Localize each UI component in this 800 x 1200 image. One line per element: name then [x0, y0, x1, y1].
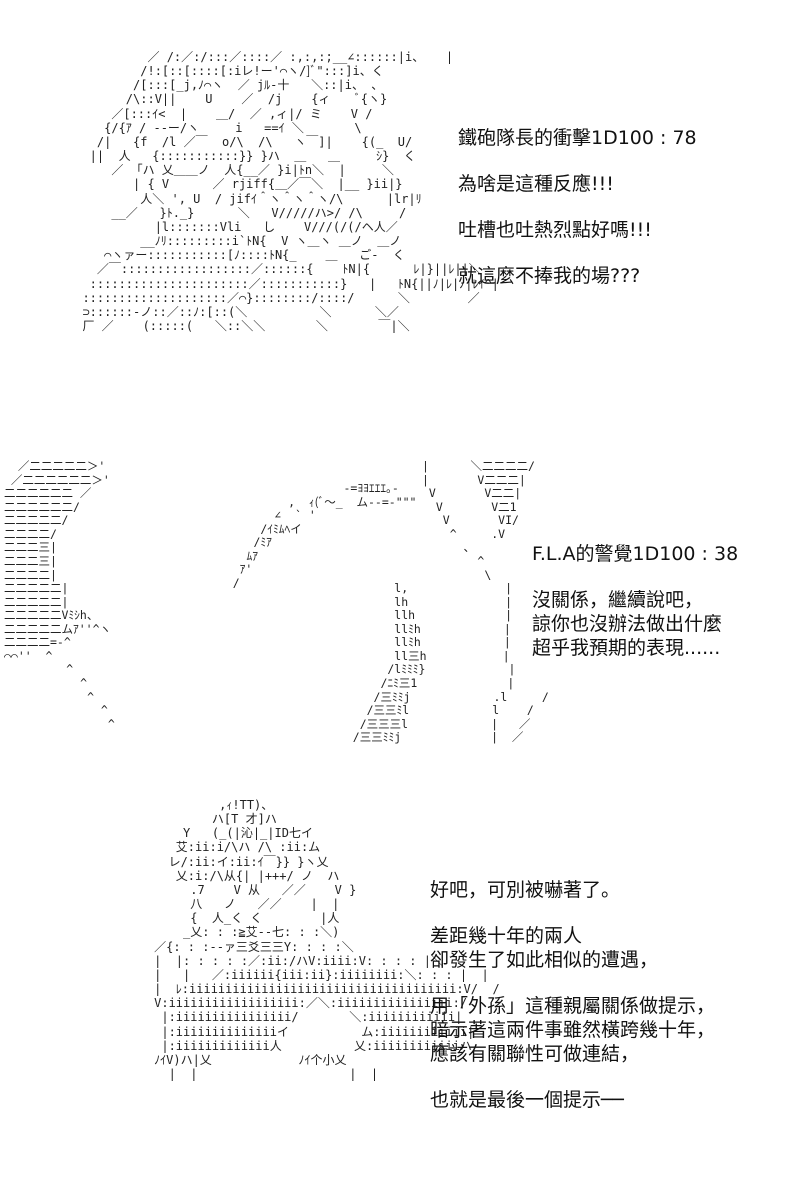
- dialogue-line: 沒關係，繼續說吧，: [532, 589, 704, 611]
- dialogue-line: 吐槽也吐熱烈點好嗎!!!: [458, 219, 652, 241]
- dialogue-line: 暗示著這兩件事雖然橫跨幾十年，: [430, 1019, 716, 1041]
- panel-1-text: 鐵砲隊長的衝擊1D100 : 78 為啥是這種反應!!! 吐槽也吐熱烈點好嗎!!…: [458, 126, 697, 288]
- panel-3-text: 好吧，可別被嚇著了。 差距幾十年的兩人 卻發生了如此相似的遭遇， 用「外孫」這種…: [430, 878, 715, 1112]
- spacer-line: [430, 972, 715, 994]
- dialogue-line: 用「外孫」這種親屬關係做提示，: [430, 995, 716, 1017]
- ascii-art-panel-2-center: -=ﾖﾖｴｴｴ｡- , ｨ(ﾞ〜_ ム--=-""" ∠ ` ' /ｲﾐﾑﾍイ …: [232, 481, 417, 590]
- dialogue-line: 應該有關聯性可做連結，: [430, 1043, 640, 1065]
- spacer-line: [430, 1066, 715, 1088]
- dialogue-line: 卻發生了如此相似的遭遇，: [430, 949, 659, 971]
- dialogue-line: 也就是最後一個提示──: [430, 1089, 624, 1111]
- spacer-line: [458, 150, 697, 172]
- ascii-art-panel-2-right: | ＼二二二二/ | V二二二| V V二二| V V二1 V VI/ ^ .V…: [352, 459, 549, 745]
- dice-result-line: F.L.A的警覺1D100 : 38: [532, 543, 739, 565]
- spacer-line: [458, 242, 697, 264]
- dice-result-line: 鐵砲隊長的衝擊1D100 : 78: [458, 127, 697, 149]
- dialogue-line: 超乎我預期的表現......: [532, 637, 721, 659]
- dialogue-line: 就這麼不捧我的場???: [458, 265, 641, 287]
- ascii-art-panel-2-left: ／二二二二二＞' ／二二二二二二＞' 二二二二二二 ／ 二二二二二二/ 二二二二…: [4, 459, 115, 731]
- panel-2-text: F.L.A的警覺1D100 : 38 沒關係，繼續說吧， 諒你也沒辦法做出什麼 …: [532, 542, 738, 660]
- spacer-line: [458, 196, 697, 218]
- spacer-line: [430, 902, 715, 924]
- dialogue-line: 為啥是這種反應!!!: [458, 173, 614, 195]
- ascii-art-panel-3: ,ｨ!TT)、 ハ[T 才]ハ Y (_(|沁|_|ID七イ 艾:ii:i/\ハ…: [154, 798, 500, 1081]
- dialogue-line: 諒你也沒辦法做出什麼: [532, 613, 723, 635]
- dialogue-line: 好吧，可別被嚇著了。: [430, 879, 621, 901]
- dialogue-line: 差距幾十年的兩人: [430, 925, 583, 947]
- spacer-line: [532, 566, 738, 588]
- ascii-art-panel-1: ／ /:／:/:::／::::／ :,:,:;__∠::::::|i、 | /!…: [82, 50, 499, 333]
